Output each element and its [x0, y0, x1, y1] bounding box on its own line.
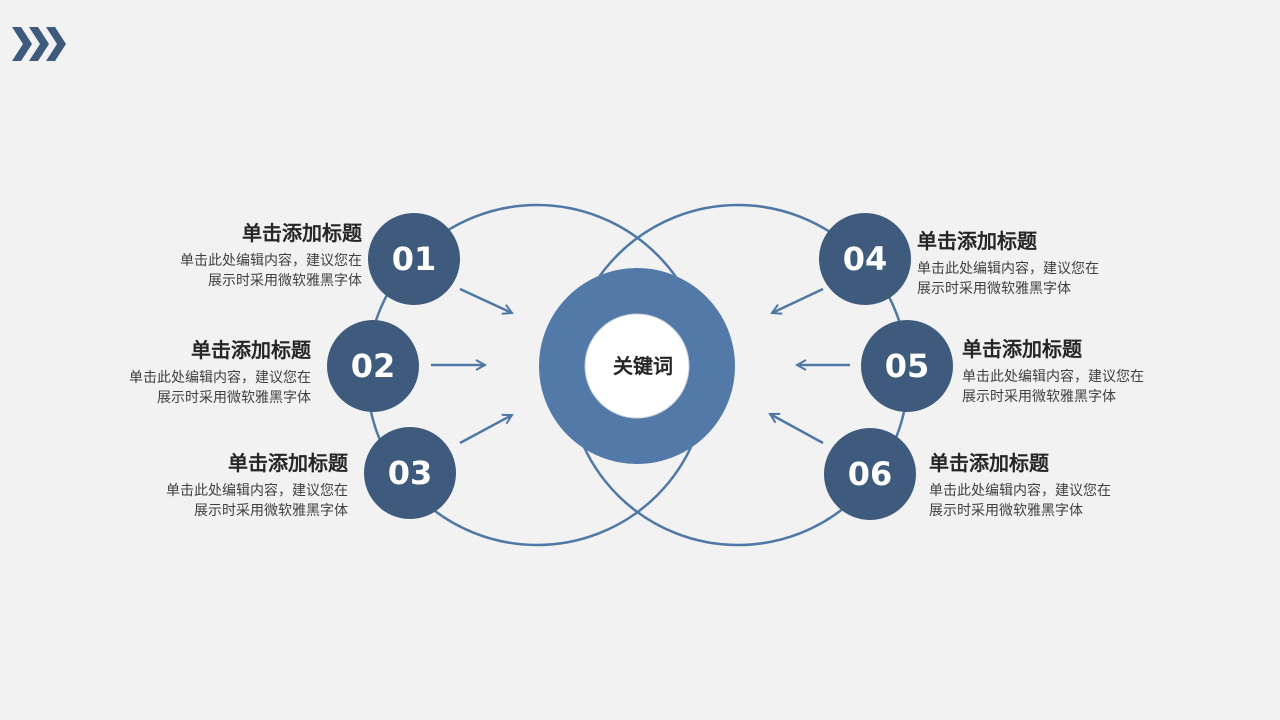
block-description[interactable]: 单击此处编辑内容，建议您在 展示时采用微软雅黑字体 [917, 259, 1177, 299]
node-number: 03 [388, 454, 433, 492]
desc-line: 展示时采用微软雅黑字体 [208, 273, 362, 289]
block-title[interactable]: 单击添加标题 [191, 338, 311, 362]
text-block-02: 单击添加标题 单击此处编辑内容，建议您在 展示时采用微软雅黑字体 [51, 337, 311, 408]
block-title[interactable]: 单击添加标题 [917, 229, 1037, 253]
text-block-01: 单击添加标题 单击此处编辑内容，建议您在 展示时采用微软雅黑字体 [102, 220, 362, 291]
node-number: 02 [351, 347, 396, 385]
triple-chevron-icon [12, 27, 66, 61]
arrow-01 [459, 287, 512, 313]
desc-line: 单击此处编辑内容，建议您在 [962, 369, 1144, 385]
text-block-03: 单击添加标题 单击此处编辑内容，建议您在 展示时采用微软雅黑字体 [88, 450, 348, 521]
block-description[interactable]: 单击此处编辑内容，建议您在 展示时采用微软雅黑字体 [51, 368, 311, 408]
node-06: 06 [824, 428, 916, 520]
text-block-04: 单击添加标题 单击此处编辑内容，建议您在 展示时采用微软雅黑字体 [917, 228, 1177, 299]
desc-line: 展示时采用微软雅黑字体 [194, 503, 348, 519]
block-title[interactable]: 单击添加标题 [962, 337, 1082, 361]
node-01: 01 [368, 213, 460, 305]
desc-line: 单击此处编辑内容，建议您在 [166, 483, 348, 499]
desc-line: 展示时采用微软雅黑字体 [929, 503, 1083, 519]
desc-line: 单击此处编辑内容，建议您在 [129, 370, 311, 386]
arrow-06 [770, 412, 824, 445]
block-description[interactable]: 单击此处编辑内容，建议您在 展示时采用微软雅黑字体 [102, 251, 362, 291]
text-block-05: 单击添加标题 单击此处编辑内容，建议您在 展示时采用微软雅黑字体 [962, 336, 1222, 407]
desc-line: 单击此处编辑内容，建议您在 [180, 253, 362, 269]
node-number: 04 [843, 240, 888, 278]
text-block-06: 单击添加标题 单击此处编辑内容，建议您在 展示时采用微软雅黑字体 [929, 450, 1189, 521]
center-keyword: 关键词 [613, 354, 673, 378]
center-inner-circle [584, 313, 690, 419]
desc-line: 单击此处编辑内容，建议您在 [917, 261, 1099, 277]
node-05: 05 [861, 320, 953, 412]
block-description[interactable]: 单击此处编辑内容，建议您在 展示时采用微软雅黑字体 [88, 481, 348, 521]
arrow-04 [772, 287, 824, 313]
block-title[interactable]: 单击添加标题 [242, 221, 362, 245]
block-description[interactable]: 单击此处编辑内容，建议您在 展示时采用微软雅黑字体 [962, 367, 1222, 407]
node-number: 06 [848, 455, 893, 493]
block-description[interactable]: 单击此处编辑内容，建议您在 展示时采用微软雅黑字体 [929, 481, 1189, 521]
desc-line: 单击此处编辑内容，建议您在 [929, 483, 1111, 499]
node-02: 02 [327, 320, 419, 412]
desc-line: 展示时采用微软雅黑字体 [962, 389, 1116, 405]
block-title[interactable]: 单击添加标题 [929, 451, 1049, 475]
node-04: 04 [819, 213, 911, 305]
desc-line: 展示时采用微软雅黑字体 [157, 390, 311, 406]
block-title[interactable]: 单击添加标题 [228, 451, 348, 475]
node-number: 05 [885, 347, 930, 385]
node-number: 01 [392, 240, 437, 278]
arrow-03 [459, 415, 512, 445]
desc-line: 展示时采用微软雅黑字体 [917, 281, 1071, 297]
node-03: 03 [364, 427, 456, 519]
